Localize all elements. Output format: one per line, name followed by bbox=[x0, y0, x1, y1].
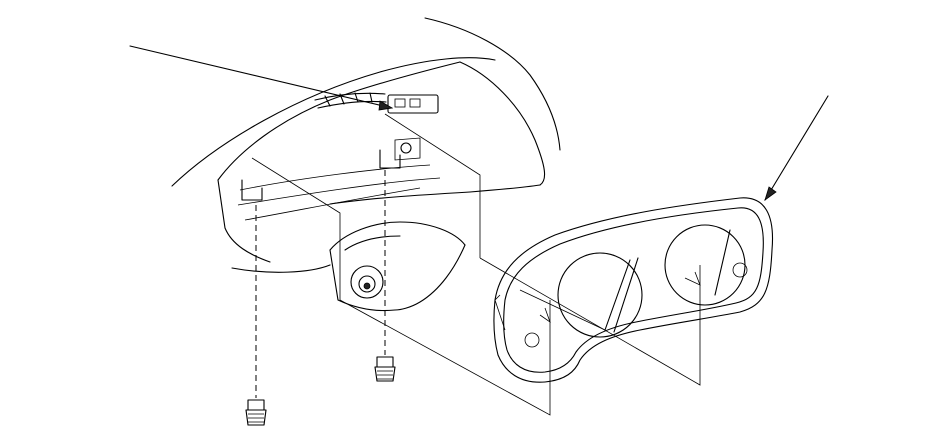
instrument-cluster bbox=[493, 197, 774, 383]
steering-column-cover bbox=[329, 221, 466, 312]
pointer-to-connector bbox=[129, 45, 393, 109]
pointer-to-cluster bbox=[764, 95, 829, 201]
dashboard-hood bbox=[171, 17, 561, 273]
assembly-lines bbox=[251, 113, 701, 416]
mounting-screw-center bbox=[374, 170, 396, 382]
wire-harness-connector bbox=[314, 92, 439, 114]
mounting-screw-left bbox=[245, 205, 267, 426]
callouts bbox=[129, 45, 829, 202]
